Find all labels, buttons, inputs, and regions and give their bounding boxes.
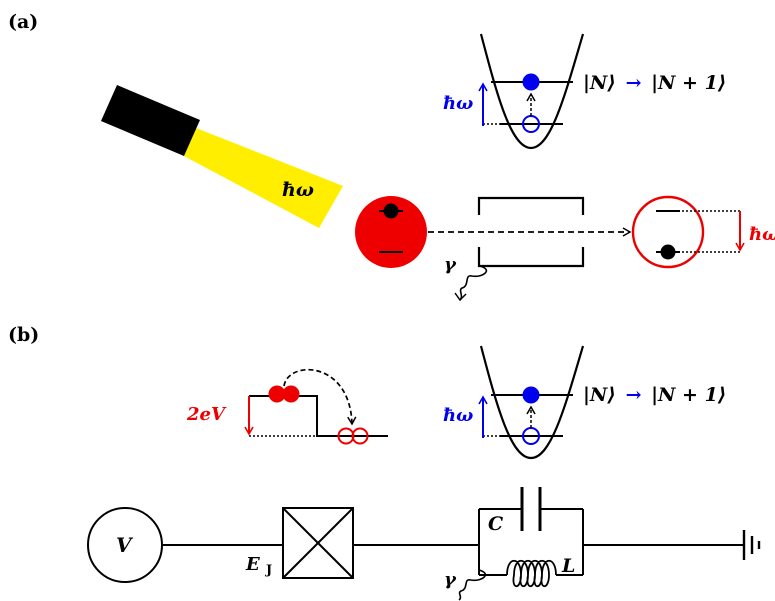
potential-well-b [479,345,585,460]
decay-label-a: γ [444,254,457,275]
quanta-label: ħω [443,93,473,114]
inductor-label: L [561,555,575,577]
transition-after: |N + 1⟩ [651,72,726,94]
transition-before: |N⟩ [583,72,616,94]
decay-squiggle-a-head [454,292,467,302]
cooper-pair-left [268,385,286,403]
josephson-junction [282,507,354,579]
emitter-circle [355,196,427,268]
panel-a-label: (a) [8,11,38,33]
energy-label: 2eV [186,404,227,425]
laser-beam [182,128,343,228]
voltage-source-label: V [116,533,134,557]
emission-label: ħω [749,224,775,245]
excited-phonon-b [522,386,540,404]
junction-step-line [249,395,388,437]
panel-b-label: (b) [8,324,39,346]
oscillator-a: ħω |N⟩ → |N + 1⟩ [443,33,726,150]
oscillator-b: ħω |N⟩ → |N + 1⟩ [443,345,726,460]
junction-energy: 2eV [186,368,388,445]
junction-cross-2 [282,507,354,579]
transition-label: |N⟩ → |N + 1⟩ [583,72,726,94]
laser: ħω [101,85,343,228]
ground-electron [660,244,676,260]
decay-squiggle-a [459,265,488,301]
laser-body [101,85,200,156]
decay-label-b: γ [444,569,457,590]
excited-phonon [522,73,540,91]
cavity [477,196,585,268]
capacitor-label: C [488,513,503,535]
cavity-top-wall [477,196,585,215]
emitter-electron [383,203,399,219]
transition-after-b: |N + 1⟩ [651,384,726,406]
circuit: V E J C L γ [87,487,761,601]
cooper-pair-right [282,385,300,403]
transition-before-b: |N⟩ [583,384,616,406]
emitter-excited [355,196,427,268]
junction-label: E J [245,554,272,578]
tunneling-arrow [283,368,357,426]
transition-arrow: → [626,72,642,94]
potential-well [479,33,585,150]
ground-circle [631,195,705,269]
junction-label-sub: J [265,563,272,578]
junction-label-main: E [245,554,260,575]
cavity-bottom-wall [477,247,585,268]
cooper-hole-right [351,427,369,445]
emitter-ground: ħω [631,195,775,269]
transition-label-b: |N⟩ → |N + 1⟩ [583,384,726,406]
transition-arrow-b: → [626,384,642,406]
photon-label: ħω [282,179,314,201]
inductor-coil [506,559,557,588]
quanta-label-b: ħω [443,405,473,426]
decay-squiggle-b [458,569,487,601]
